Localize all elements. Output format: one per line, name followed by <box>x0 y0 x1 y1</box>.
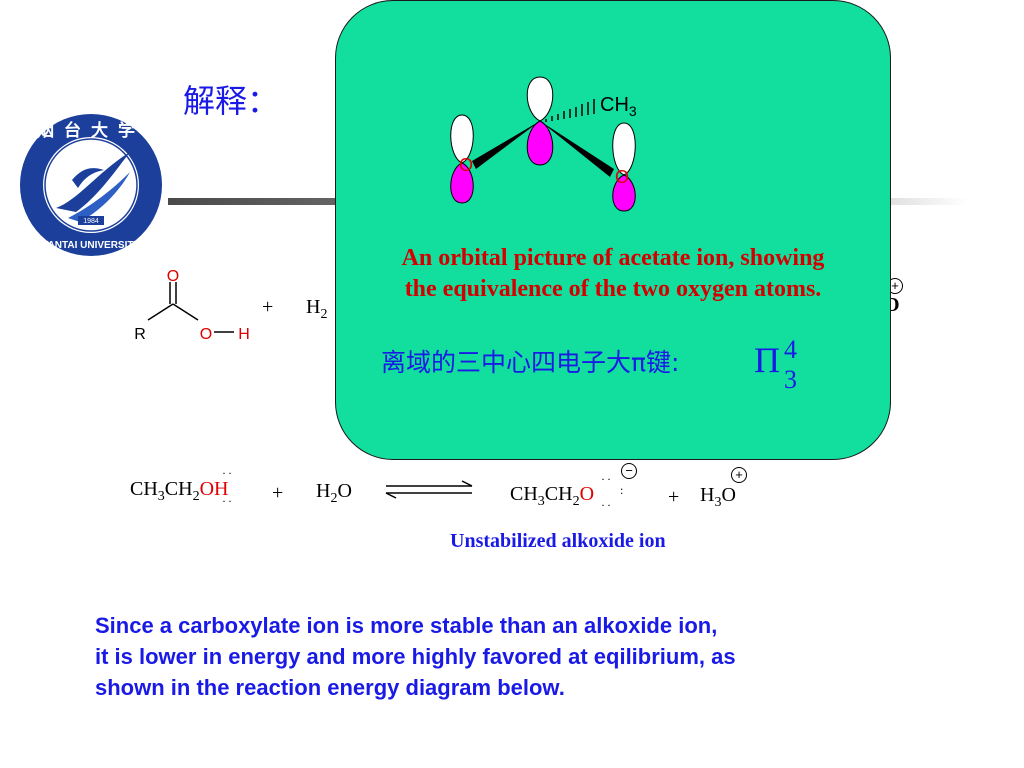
pi-bond-symbol: Π <box>754 340 780 380</box>
ethanol-lone-pair-top: ·· <box>222 466 234 480</box>
acid-carbonyl-oxygen: O <box>167 268 179 285</box>
carboxylic-acid-structure: O R O H <box>134 268 250 343</box>
ethoxide-lone-pair-top: ·· <box>601 472 613 486</box>
logo-bottom-text: YANTAI UNIVERSITY <box>42 240 141 251</box>
stability-note-line3: shown in the reaction energy diagram bel… <box>95 675 565 700</box>
ethoxide-lone-pair-right: : <box>620 483 624 497</box>
ethoxide-negative-charge: − <box>621 463 637 479</box>
acid-plus-sign: + <box>262 296 274 318</box>
ethoxide-oxygen: O <box>579 483 595 505</box>
orbital-callout: CH3 O O An orbital picture of acetate io… <box>335 0 891 460</box>
delocalized-pi-text: 离域的三中心四电子大π键: <box>381 348 680 377</box>
hydronium-positive-charge: + <box>731 467 747 483</box>
pi-bond-subscript: 3 <box>784 365 797 394</box>
methyl-label: CH3 <box>600 94 637 119</box>
ethoxide-lone-pair-bottom: ·· <box>601 498 613 512</box>
acid-hydroxyl-oxygen: O <box>200 326 212 343</box>
acid-r-group: R <box>134 326 146 343</box>
alcohol-plus-sign-1: + <box>272 482 284 504</box>
yantai-university-logo: 1984 烟台大学 YANTAI UNIVERSITY <box>20 114 162 256</box>
water-formula: H2O <box>316 480 352 506</box>
logo-ring-text: 烟台大学 <box>37 120 145 141</box>
alkoxide-label: Unstabilized alkoxide ion <box>450 530 666 552</box>
orbital-caption-line2: the equivalence of the two oxygen atoms. <box>404 276 822 302</box>
acid-water: H2 <box>306 296 327 323</box>
pi-bond-superscript: 4 <box>784 335 797 364</box>
hydronium-formula: H3O <box>700 484 736 510</box>
stability-note-line1: Since a carboxylate ion is more stable t… <box>95 613 718 638</box>
stability-note: Since a carboxylate ion is more stable t… <box>95 610 955 703</box>
logo-year: 1984 <box>83 218 99 225</box>
stability-note-line2: it is lower in energy and more highly fa… <box>95 644 736 669</box>
ethanol-hydroxyl: OH <box>199 478 229 500</box>
acid-hydrogen: H <box>238 326 250 343</box>
acid-water-h: H <box>306 296 321 318</box>
slide-title: 解释： <box>183 82 280 120</box>
acid-water-sub: 2 <box>320 307 328 322</box>
equilibrium-arrows <box>385 480 473 499</box>
orbital-caption-line1: An orbital picture of acetate ion, showi… <box>401 245 825 271</box>
ethanol-lone-pair-bottom: ·· <box>222 494 234 508</box>
acetate-orbital-diagram: CH3 O O <box>450 76 637 212</box>
alcohol-plus-sign-2: + <box>668 486 680 508</box>
right-oxygen-label: O <box>615 167 629 187</box>
ethoxide-formula: CH3CH2O <box>510 483 595 509</box>
left-oxygen-label: O <box>459 155 473 175</box>
ethanol-formula: CH3CH2OH <box>130 478 229 504</box>
